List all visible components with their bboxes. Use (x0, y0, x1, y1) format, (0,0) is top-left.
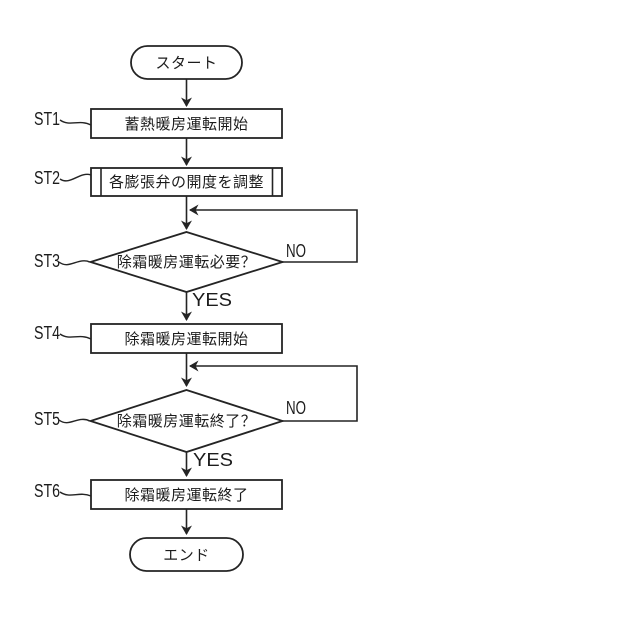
st3-label: 除霜暖房運転必要？ (117, 253, 257, 271)
no-loop-st5 (189, 360, 358, 422)
st2-label: 各膨張弁の開度を調整 (109, 173, 264, 191)
st6-label: 除霜暖房運転終了 (124, 486, 248, 504)
st2-ref: ST2 (34, 168, 60, 188)
st1-ref: ST1 (34, 109, 60, 129)
st3-ref: ST3 (34, 251, 60, 271)
st1-label: 蓄熱暖房運転開始 (124, 115, 248, 133)
end-label: エンド (163, 546, 210, 564)
st5-yes-label: YES (193, 450, 233, 470)
st2-predefined-process-box (90, 167, 283, 197)
st6-ref: ST6 (34, 481, 60, 501)
st4-process-box (90, 323, 283, 354)
st4-label: 除霜暖房運転開始 (124, 330, 248, 348)
leader-st2 (59, 173, 92, 182)
leader-st4 (59, 333, 92, 340)
leader-st6 (59, 491, 92, 497)
leader-st5 (58, 418, 91, 424)
start-terminator (130, 45, 243, 80)
st5-ref: ST5 (34, 409, 60, 429)
st6-process-box (90, 479, 283, 510)
st3-yes-label: YES (192, 290, 232, 310)
leader-st3 (58, 260, 91, 266)
end-terminator (129, 537, 244, 572)
st1-process-box (90, 108, 283, 139)
no-loop-st3 (189, 204, 358, 263)
st4-ref: ST4 (34, 323, 60, 343)
st5-no-label: NO (286, 398, 306, 418)
st5-label: 除霜暖房運転終了？ (117, 412, 257, 430)
st5-decision-diamond (87, 389, 286, 453)
start-label: スタート (155, 54, 217, 72)
leader-st1 (59, 119, 92, 126)
st3-no-label: NO (286, 241, 306, 261)
st3-decision-diamond (87, 231, 286, 293)
